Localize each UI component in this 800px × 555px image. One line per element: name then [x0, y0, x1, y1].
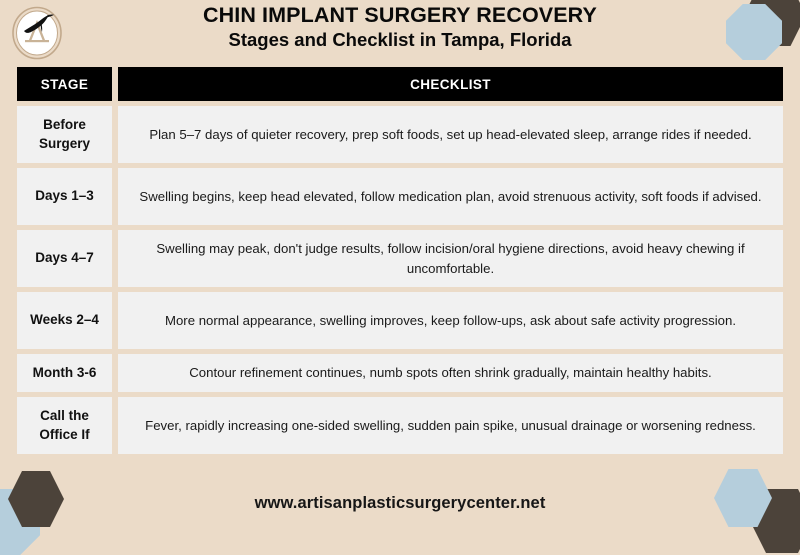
header: CHIN IMPLANT SURGERY RECOVERY Stages and… [0, 3, 800, 50]
stage-label: Days 4–7 [17, 230, 112, 287]
stage-label: Days 1–3 [17, 168, 112, 225]
table-row: Weeks 2–4 More normal appearance, swelli… [17, 292, 783, 349]
stage-label: Call the Office If [17, 397, 112, 454]
website-url[interactable]: www.artisanplasticsurgerycenter.net [254, 494, 546, 512]
table-row: Before Surgery Plan 5–7 days of quieter … [17, 106, 783, 163]
column-header-checklist: CHECKLIST [118, 67, 783, 101]
table-row: Days 4–7 Swelling may peak, don't judge … [17, 230, 783, 287]
checklist-text: More normal appearance, swelling improve… [118, 292, 783, 349]
page-title: CHIN IMPLANT SURGERY RECOVERY [203, 3, 597, 27]
table-row: Days 1–3 Swelling begins, keep head elev… [17, 168, 783, 225]
table-row: Call the Office If Fever, rapidly increa… [17, 397, 783, 454]
stage-label: Before Surgery [17, 106, 112, 163]
bird-over-letter-a-emblem-icon [12, 6, 62, 60]
checklist-text: Contour refinement continues, numb spots… [118, 354, 783, 392]
checklist-text: Swelling may peak, don't judge results, … [118, 230, 783, 287]
column-header-stage: STAGE [17, 67, 112, 101]
stage-label: Weeks 2–4 [17, 292, 112, 349]
page-subtitle: Stages and Checklist in Tampa, Florida [228, 28, 572, 50]
recovery-table: STAGE CHECKLIST Before Surgery Plan 5–7 … [17, 67, 783, 459]
checklist-text: Plan 5–7 days of quieter recovery, prep … [118, 106, 783, 163]
table-row: Month 3-6 Contour refinement continues, … [17, 354, 783, 392]
table-header-row: STAGE CHECKLIST [17, 67, 783, 101]
checklist-text: Fever, rapidly increasing one-sided swel… [118, 397, 783, 454]
clinic-logo [11, 6, 63, 60]
stage-label: Month 3-6 [17, 354, 112, 392]
checklist-text: Swelling begins, keep head elevated, fol… [118, 168, 783, 225]
